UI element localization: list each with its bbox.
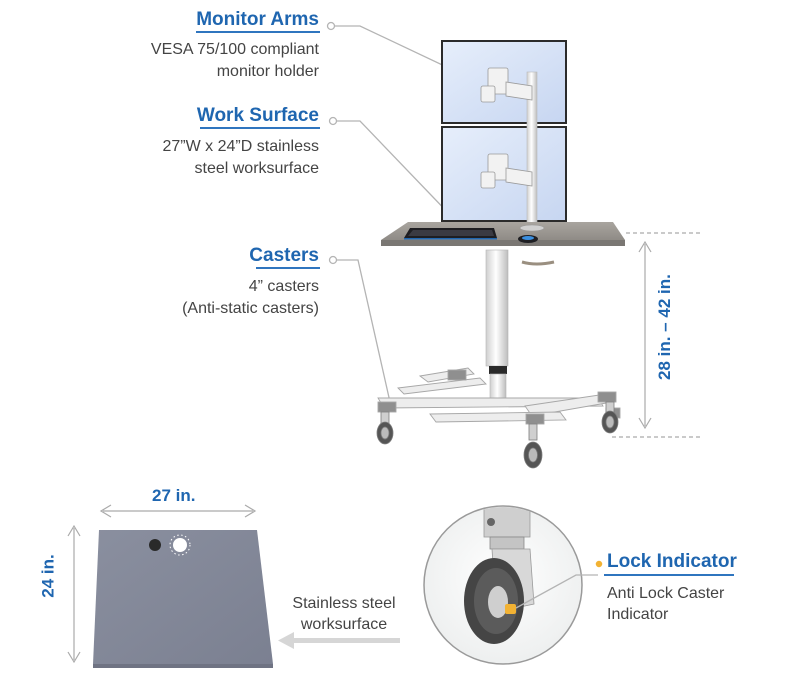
lock-indicator-desc-2: Indicator: [607, 606, 669, 623]
cart-base: [377, 367, 621, 425]
monitor-arms-desc-1: VESA 75/100 compliant: [150, 41, 319, 58]
casters-desc-1: 4” casters: [248, 278, 319, 295]
lock-indicator-title: Lock Indicator: [607, 551, 737, 572]
work-surface-underline: [200, 127, 320, 129]
casters-title: Casters: [249, 245, 319, 266]
keyboard-illustration: [404, 228, 497, 240]
casters-underline: [256, 267, 320, 269]
width-label: 27 in.: [152, 486, 196, 505]
height-range-label: 28 in. – 42 in.: [655, 274, 674, 380]
work-surface-desc-2: steel worksurface: [194, 160, 320, 177]
worksurface-panel: [93, 530, 273, 668]
work-surface-desc-1: 27”W x 24”D stainless: [162, 138, 320, 155]
monitor-arm-lower: [480, 153, 533, 189]
monitor-arm-upper: [480, 67, 533, 103]
cart-column: [485, 249, 509, 399]
monitor-arms-title: Monitor Arms: [196, 9, 319, 30]
monitor-bottom: [441, 126, 567, 222]
monitor-arms-desc-2: monitor holder: [216, 63, 319, 80]
height-dimension: [612, 232, 700, 438]
worksurface-caption-2: worksurface: [300, 616, 388, 633]
lock-leader: [515, 574, 598, 609]
width-dimension: [99, 504, 257, 518]
work-surface-title: Work Surface: [196, 105, 319, 126]
cart-casters: [376, 401, 619, 469]
lock-indicator-underline: [604, 574, 734, 576]
casters-desc-2: (Anti-static casters): [182, 300, 319, 317]
caster-closeup: [423, 505, 583, 665]
lock-indicator-desc-1: Anti Lock Caster: [607, 585, 725, 602]
depth-dimension: [67, 524, 81, 664]
caption-arrow: [278, 632, 400, 649]
work-surface-top: [381, 222, 625, 246]
worksurface-caption-1: Stainless steel: [292, 595, 396, 612]
depth-label: 24 in.: [38, 554, 58, 598]
monitor-arms-underline: [196, 31, 320, 33]
